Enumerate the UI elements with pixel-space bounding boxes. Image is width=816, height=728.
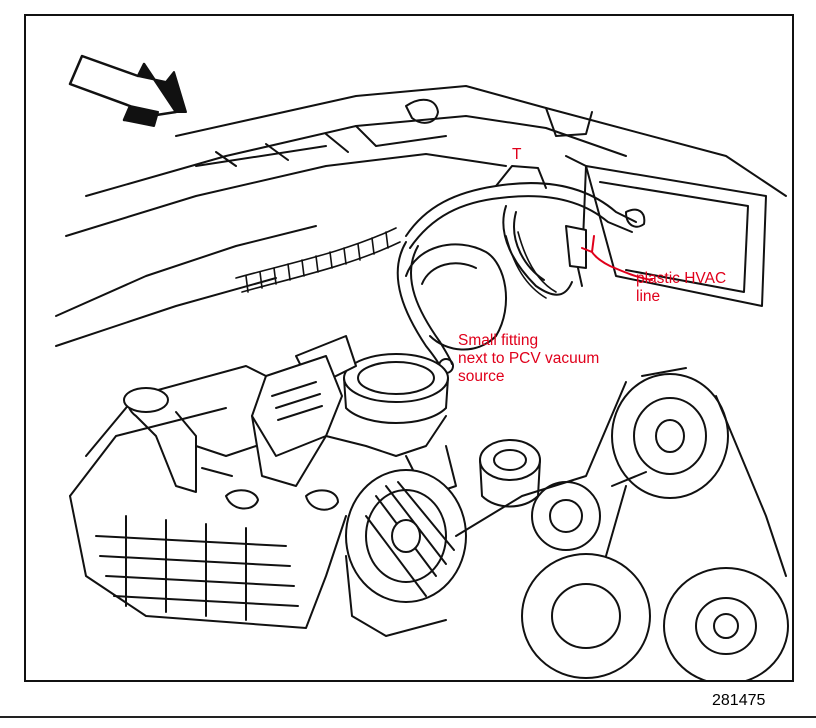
bottom-rule bbox=[0, 716, 816, 718]
direction-arrow-icon bbox=[68, 54, 187, 127]
wiring-harness bbox=[235, 227, 557, 299]
tee-label: T bbox=[512, 146, 522, 163]
engine-line-art bbox=[55, 54, 789, 680]
small-fitting-text-3: source bbox=[458, 368, 505, 385]
cowl-panel bbox=[55, 85, 787, 347]
small-fitting-text-1: Small fitting bbox=[458, 332, 539, 349]
hvac-pointer-arrow bbox=[581, 235, 653, 281]
figure-number: 281475 bbox=[712, 692, 766, 709]
alternator bbox=[345, 469, 467, 637]
hvac-line-text-2: line bbox=[636, 288, 661, 305]
small-fitting-text-2: next to PCV vacuum bbox=[458, 350, 600, 367]
hvac-line-text-1: plastic HVAC bbox=[636, 270, 727, 287]
hvac-line-label: plastic HVAC line bbox=[636, 270, 726, 306]
small-fitting-label: Small fitting next to PCV vacuum source bbox=[458, 332, 599, 386]
vacuum-hoses bbox=[396, 165, 637, 374]
firewall-bracket bbox=[565, 155, 767, 307]
belt-pulleys bbox=[455, 367, 789, 680]
throttle-body bbox=[251, 335, 457, 497]
ps-reservoir bbox=[479, 439, 541, 508]
diagram-frame: T plastic HVAC line Small fitting next t… bbox=[24, 14, 794, 682]
air-canister bbox=[405, 243, 507, 351]
valve-cover bbox=[69, 365, 347, 629]
